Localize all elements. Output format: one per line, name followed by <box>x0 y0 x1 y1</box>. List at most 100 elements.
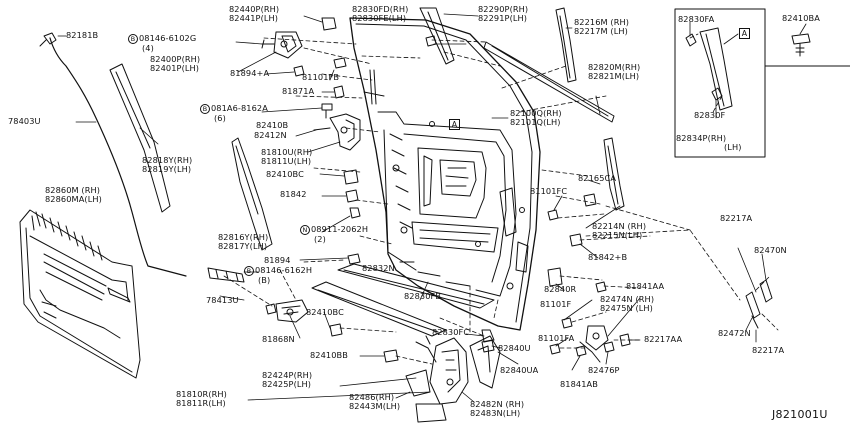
bumper-82840R <box>547 267 563 287</box>
label-82486: 82486(RH)82443M(LH) <box>349 392 401 412</box>
door-trim-panel-82860M <box>19 209 141 379</box>
label-82474N: 82474N (RH)82475N (LH) <box>600 294 655 314</box>
clip-81101FB <box>333 57 347 69</box>
inset-pillar-82834P <box>699 27 733 111</box>
label-82830FD: 82830FD(RH)82830FE(LH) <box>352 4 409 24</box>
label-81101FB: 81101FB <box>302 72 340 82</box>
striker-82472N <box>745 279 773 329</box>
label-82424P: 82424P(RH)82425P(LH) <box>262 370 313 390</box>
label-82840UA: 82840UA <box>500 365 539 375</box>
label-82860M: 82860M (RH)82860MA(LH) <box>45 185 102 205</box>
clip-82410BB <box>383 349 399 363</box>
bolt-081A6 <box>321 103 333 119</box>
label-82400P: 82400P(RH)82401P(LH) <box>150 54 201 74</box>
clip-82440P <box>321 17 337 31</box>
label-81841AA: 81841AA <box>626 281 665 291</box>
channel-82290P <box>419 7 455 65</box>
label-81868N: 81868N <box>262 334 295 344</box>
label-82410BC-top: 82410BC <box>266 169 304 179</box>
clip-81841AA <box>595 281 607 293</box>
rod-82424P <box>415 335 437 363</box>
label-82476P: 82476P <box>588 365 620 375</box>
cable-78403U <box>49 37 187 277</box>
label-81842B: 81842+B <box>588 252 628 262</box>
inset-box-a <box>674 8 766 158</box>
label-81101FA: 81101FA <box>538 333 575 343</box>
inset-clip-82830FA <box>685 33 697 47</box>
clip-81842B <box>569 233 583 247</box>
label-82840U: 82840U <box>498 343 531 353</box>
clip-81841AB <box>575 345 587 357</box>
upper-roller-82400P <box>261 31 303 59</box>
label-82818Y: 82818Y(RH)82819Y(LH) <box>142 155 193 175</box>
bracket-78413U <box>207 267 245 283</box>
clip-82165CA <box>583 193 597 207</box>
nut-08911 <box>349 207 361 219</box>
label-82217A-top: 82217A <box>720 213 753 223</box>
label-82840R: 82840R <box>544 284 577 294</box>
label-82181B: 82181B <box>66 30 99 40</box>
label-81894A: 81894+A <box>230 68 270 78</box>
label-82834P: 82834P(RH)(LH) <box>676 133 742 153</box>
clip-82410BC <box>343 169 359 185</box>
label-82482N: 82482N (RH)82483N(LH) <box>470 399 525 419</box>
label-82440P: 82440P(RH)82441P(LH) <box>229 4 280 24</box>
label-box-a-inset: A <box>739 28 750 39</box>
clip-81101F <box>561 317 573 329</box>
clip-81871A <box>333 85 345 99</box>
label-82410B: 82410B <box>256 120 289 130</box>
inset-box-82410BA <box>764 8 850 67</box>
door-shell-82100Q <box>349 17 541 331</box>
lower-roller-81868N <box>275 299 309 323</box>
clip-81101FA <box>549 343 561 355</box>
label-81871A: 81871A <box>282 86 315 96</box>
bolt-08146-lower <box>265 303 277 315</box>
handle-82474N <box>579 325 609 363</box>
label-81101F: 81101F <box>540 299 572 309</box>
label-78403U: 78403U <box>8 116 41 126</box>
label-81894: 81894 <box>264 255 291 265</box>
label-82816Y: 82816Y(RH)82817Y(LH) <box>218 232 269 252</box>
label-81842: 81842 <box>280 189 307 199</box>
cable-clip-82181B <box>39 32 57 47</box>
label-82410BB: 82410BB <box>310 350 348 360</box>
label-82217A-bottom: 82217A <box>752 345 785 355</box>
leader-lines <box>57 13 807 403</box>
label-82830FA: 82830FA <box>678 14 715 24</box>
pillar-trim-82818Y <box>109 63 171 213</box>
clip-82830FD <box>425 35 437 47</box>
label-82820M: 82820M(RH)82821M(LH) <box>588 62 641 82</box>
label-82830FB: 82830FB <box>404 291 442 301</box>
label-82216M: 82216M (RH)82217M (LH) <box>574 17 630 37</box>
label-82100Q: 82100Q(RH)82101Q(LH) <box>510 108 562 128</box>
center-roller-82412N <box>313 113 361 151</box>
label-82165CA: 82165CA <box>578 173 617 183</box>
label-81810U: 81810U(RH)81811U(LH) <box>261 147 313 167</box>
label-82472N: 82472N <box>718 328 751 338</box>
label-82217AA: 82217AA <box>644 334 683 344</box>
weatherstrip-82820M <box>483 41 615 123</box>
clip-81894A <box>293 65 305 77</box>
clip-82476P <box>603 341 615 353</box>
clip-81101FC <box>547 209 559 221</box>
label-81810R: 81810R(RH)81811R(LH) <box>176 389 227 409</box>
label-82412N: 82412N <box>254 130 287 140</box>
bolt-82410BA <box>791 33 811 57</box>
lock-assembly-81810R <box>405 337 469 423</box>
label-82410BA: 82410BA <box>782 13 820 23</box>
label-82290P: 82290P(RH)82291P(LH) <box>478 4 529 24</box>
clip-81894 <box>347 253 361 265</box>
bracket-82482N <box>469 335 501 389</box>
diagram-code: J821001U <box>772 408 828 421</box>
label-78413U: 78413U <box>206 295 239 305</box>
clip-82410BC-lower <box>329 323 343 337</box>
rail-82216M <box>555 7 577 83</box>
clip-82840U <box>481 339 495 353</box>
clip-82217AA <box>619 333 631 347</box>
sill-strip-82830FB <box>311 281 447 337</box>
